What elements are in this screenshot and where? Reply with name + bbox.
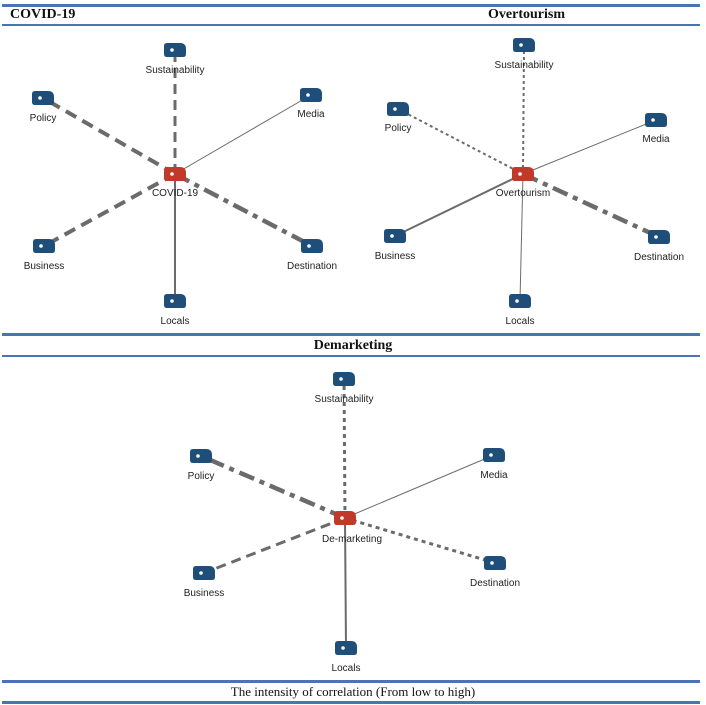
node-label-destination: Destination xyxy=(287,261,337,272)
edge-overtourism-business xyxy=(394,173,524,237)
node-destination-dot xyxy=(307,244,311,248)
node-policy-icon xyxy=(190,449,212,463)
node-policy-icon xyxy=(387,102,409,116)
node-label-destination: Destination xyxy=(634,252,684,263)
node-label-business: Business xyxy=(184,588,225,599)
edge-overtourism-policy xyxy=(397,108,524,175)
header-rule xyxy=(2,24,700,26)
node-policy-icon xyxy=(32,91,54,105)
edge-overtourism-media xyxy=(522,119,657,175)
node-sustainability-dot xyxy=(519,43,523,47)
section-rule-top xyxy=(2,333,700,336)
center-node-demarketing-icon xyxy=(334,511,356,525)
node-policy-dot xyxy=(196,454,200,458)
edge-covid-19-destination xyxy=(173,172,314,248)
node-label-media: Media xyxy=(480,470,508,481)
edge-demarketing-destination xyxy=(344,516,496,565)
node-label-business: Business xyxy=(24,261,65,272)
node-sustainability-dot xyxy=(170,48,174,52)
edge-covid-19-media xyxy=(174,94,312,175)
node-destination-icon xyxy=(301,239,323,253)
node-sustainability-icon xyxy=(513,38,535,52)
edge-demarketing-policy xyxy=(200,453,346,521)
node-policy-dot xyxy=(38,96,42,100)
edge-overtourism-destination xyxy=(522,171,660,240)
node-label-sustainability: Sustainability xyxy=(315,394,374,405)
center-node-demarketing-dot xyxy=(340,516,344,520)
node-sustainability-icon xyxy=(164,43,186,57)
bottom-rule xyxy=(2,701,700,704)
node-destination-dot xyxy=(490,561,494,565)
node-media-dot xyxy=(489,453,493,457)
node-business-dot xyxy=(390,234,394,238)
center-node-label-overtourism: Overtourism xyxy=(496,188,550,199)
panel-title-covid: COVID-19 xyxy=(10,7,76,22)
edge-overtourism-locals xyxy=(519,173,524,302)
edge-covid-19-business xyxy=(43,172,176,248)
node-label-locals: Locals xyxy=(506,316,535,327)
edge-demarketing-sustainability xyxy=(342,378,347,519)
node-locals-dot xyxy=(515,299,519,303)
node-destination-icon xyxy=(484,556,506,570)
center-node-label-demarketing: De-marketing xyxy=(322,534,382,545)
node-business-icon xyxy=(193,566,215,580)
node-business-icon xyxy=(33,239,55,253)
node-locals-dot xyxy=(341,646,345,650)
panel-title-demarketing: Demarketing xyxy=(313,338,393,353)
node-label-media: Media xyxy=(642,134,670,145)
node-destination-dot xyxy=(654,235,658,239)
node-label-business: Business xyxy=(375,251,416,262)
center-node-covid-19-icon xyxy=(164,167,186,181)
center-node-overtourism-icon xyxy=(512,167,534,181)
node-label-sustainability: Sustainability xyxy=(146,65,205,76)
node-label-media: Media xyxy=(297,109,325,120)
node-media-dot xyxy=(306,93,310,97)
node-label-policy: Policy xyxy=(385,123,412,134)
node-business-dot xyxy=(39,244,43,248)
node-destination-icon xyxy=(648,230,670,244)
node-locals-icon xyxy=(335,641,357,655)
node-label-destination: Destination xyxy=(470,578,520,589)
edge-demarketing-locals xyxy=(344,517,347,649)
node-business-dot xyxy=(199,571,203,575)
panel-title-overtourism: Overtourism xyxy=(488,7,565,22)
node-media-dot xyxy=(651,118,655,122)
section-rule-bottom xyxy=(2,355,700,357)
caption-rule-top xyxy=(2,680,700,683)
edge-demarketing-media xyxy=(344,454,495,519)
node-locals-icon xyxy=(164,294,186,308)
node-media-icon xyxy=(483,448,505,462)
node-label-policy: Policy xyxy=(30,113,57,124)
node-label-policy: Policy xyxy=(188,471,215,482)
intensity-caption: The intensity of correlation (From low t… xyxy=(230,684,476,699)
node-policy-dot xyxy=(393,107,397,111)
edge-covid-19-policy xyxy=(42,96,176,176)
node-business-icon xyxy=(384,229,406,243)
edge-demarketing-business xyxy=(203,516,346,575)
center-node-overtourism-dot xyxy=(518,172,522,176)
node-label-locals: Locals xyxy=(332,663,361,674)
node-locals-icon xyxy=(509,294,531,308)
node-locals-dot xyxy=(170,299,174,303)
node-media-icon xyxy=(645,113,667,127)
node-media-icon xyxy=(300,88,322,102)
center-node-label-covid-19: COVID-19 xyxy=(152,188,199,199)
node-sustainability-icon xyxy=(333,372,355,386)
node-label-sustainability: Sustainability xyxy=(495,60,554,71)
top-rule xyxy=(2,4,700,7)
center-node-covid-19-dot xyxy=(170,172,174,176)
node-sustainability-dot xyxy=(339,377,343,381)
node-label-locals: Locals xyxy=(161,316,190,327)
